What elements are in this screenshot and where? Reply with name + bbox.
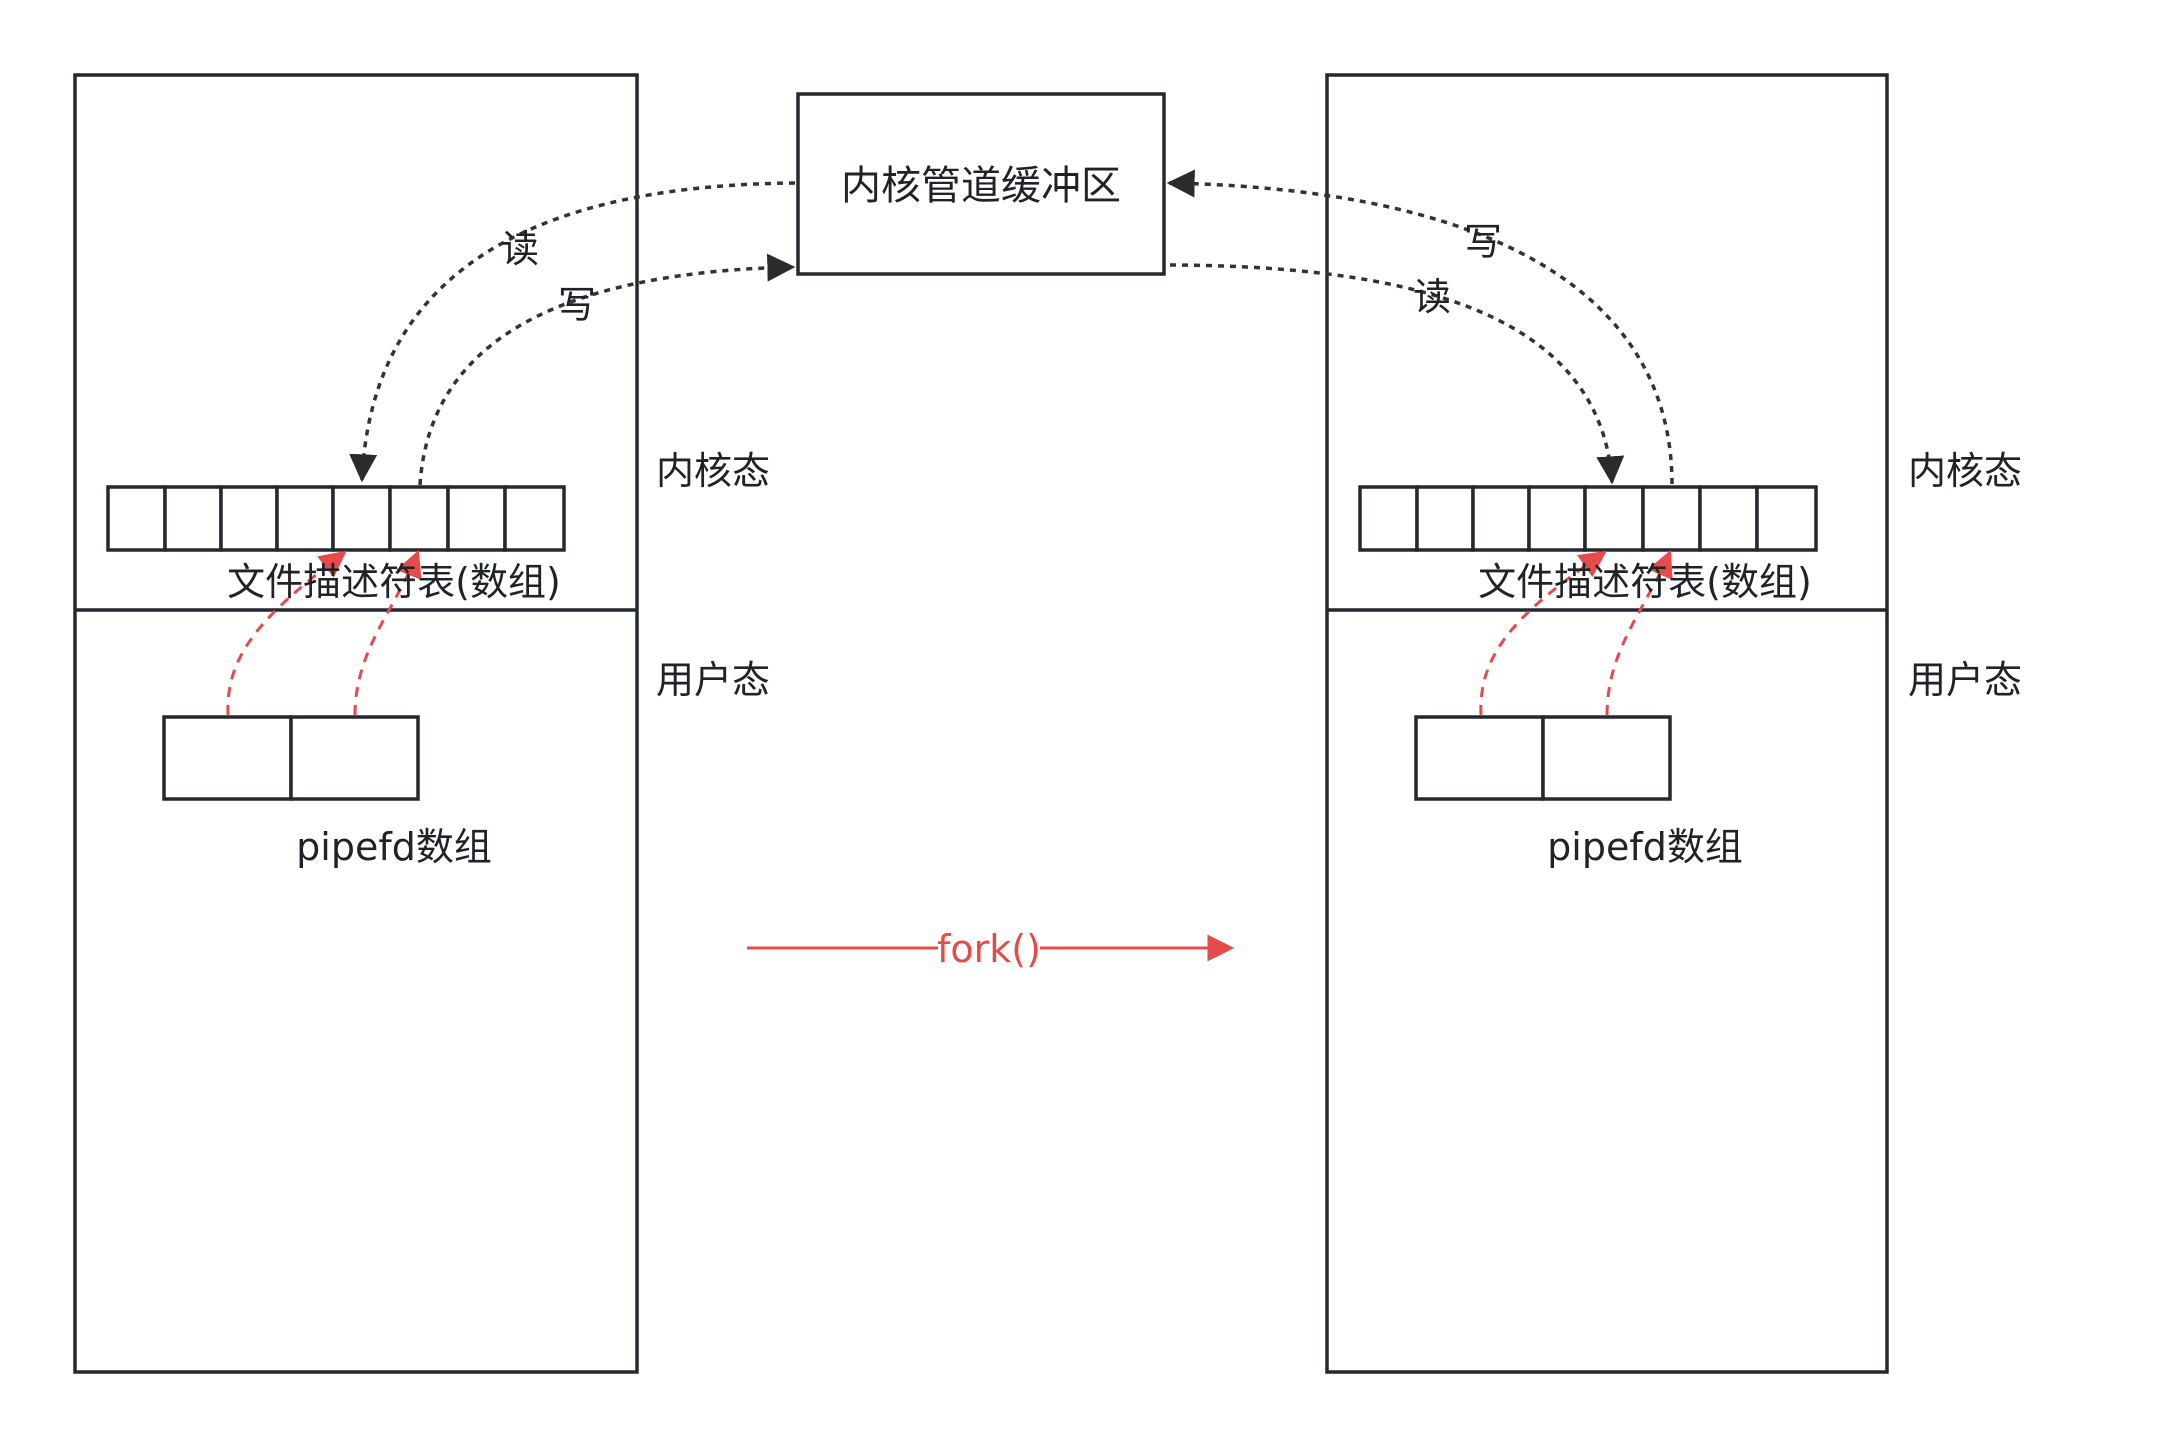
child-pipefd0-to-fd-arrow bbox=[1479, 550, 1607, 716]
child-pipefd-cell-0 bbox=[1414, 715, 1545, 801]
parent-fd-cell-write bbox=[388, 485, 450, 552]
kernel-pipe-buffer-label: 内核管道缓冲区 bbox=[841, 163, 1121, 209]
child-kernel-label: 内核态 bbox=[1908, 449, 2022, 493]
parent-write-label: 写 bbox=[558, 283, 596, 327]
kernel-pipe-buffer: 内核管道缓冲区 bbox=[796, 92, 1166, 276]
child-pipefd-cell-1 bbox=[1541, 715, 1672, 801]
child-fd-table bbox=[1358, 485, 1818, 552]
fork-label: fork() bbox=[937, 927, 1041, 971]
child-user-label: 用户态 bbox=[1908, 658, 2022, 702]
child-pipefd-label: pipefd数组 bbox=[1547, 825, 1743, 869]
parent-fd-cell bbox=[219, 485, 279, 552]
child-process: 文件描述符表(数组) pipefd数组 内核态 用户态 写 读 bbox=[1166, 73, 2022, 1374]
child-pipefd-array bbox=[1414, 715, 1672, 801]
fork-arrow-group: fork() bbox=[747, 927, 1235, 971]
parent-pipefd-cell-1 bbox=[289, 715, 420, 801]
parent-fd-table-label: 文件描述符表(数组) bbox=[227, 560, 561, 604]
parent-fd-cell bbox=[275, 485, 335, 552]
child-write-arrow bbox=[1166, 169, 1674, 485]
parent-pipefd1-to-fd-arrow bbox=[353, 549, 422, 716]
child-fd-cell bbox=[1527, 485, 1587, 552]
parent-write-arrow bbox=[418, 253, 796, 486]
child-fd-cell bbox=[1698, 485, 1759, 552]
child-read-arrow bbox=[1169, 263, 1625, 485]
parent-fd-cell bbox=[503, 485, 566, 552]
parent-kernel-label: 内核态 bbox=[656, 449, 770, 493]
parent-read-arrow bbox=[349, 181, 796, 483]
parent-pipefd0-to-fd-arrow bbox=[226, 550, 347, 716]
child-fd-cell-write bbox=[1641, 485, 1702, 552]
parent-pipefd-cell-0 bbox=[162, 715, 293, 801]
parent-process: 文件描述符表(数组) pipefd数组 内核态 用户态 读 写 bbox=[73, 73, 796, 1374]
child-fd-cell-read bbox=[1583, 485, 1645, 552]
parent-user-label: 用户态 bbox=[656, 658, 770, 702]
parent-fd-cell bbox=[106, 485, 167, 552]
child-fd-cell bbox=[1358, 485, 1419, 552]
parent-fd-table bbox=[106, 485, 566, 552]
parent-fd-cell bbox=[446, 485, 507, 552]
parent-pipefd-array bbox=[162, 715, 420, 801]
child-write-label: 写 bbox=[1464, 220, 1502, 264]
parent-fd-cell bbox=[163, 485, 223, 552]
child-pipefd1-to-fd-arrow bbox=[1605, 549, 1673, 716]
child-read-label: 读 bbox=[1413, 275, 1451, 319]
child-fd-cell bbox=[1415, 485, 1475, 552]
parent-fd-cell-read bbox=[331, 485, 392, 552]
parent-read-label: 读 bbox=[501, 227, 539, 271]
kernel-pipe-buffer-box bbox=[796, 92, 1166, 276]
child-fd-table-label: 文件描述符表(数组) bbox=[1478, 560, 1812, 604]
child-fd-cell bbox=[1471, 485, 1531, 552]
parent-pipefd-label: pipefd数组 bbox=[296, 825, 492, 869]
child-fd-cell bbox=[1755, 485, 1818, 552]
